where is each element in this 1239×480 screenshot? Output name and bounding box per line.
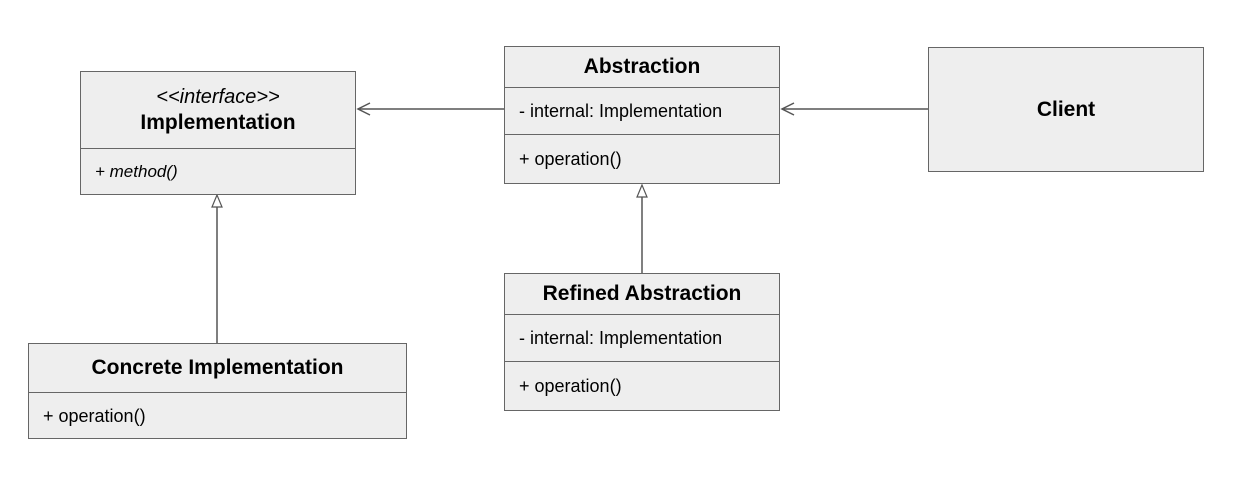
client-header: Client [929,48,1203,171]
realization-concrete-to-implementation [211,193,223,343]
abstraction-method: + operation() [505,134,779,183]
association-abstraction-to-implementation [356,102,504,116]
implementation-class-box[interactable]: <<interface>> Implementation + method() [80,71,356,195]
abstraction-name: Abstraction [583,55,701,78]
refined-abstraction-class-box[interactable]: Refined Abstraction - internal: Implemen… [504,273,780,411]
implementation-name: Implementation [140,110,296,134]
client-class-box[interactable]: Client [928,47,1204,172]
association-client-to-abstraction [780,102,928,116]
generalization-refined-to-abstraction [636,183,648,273]
implementation-method: + method() [81,148,355,194]
refined-abstraction-method: + operation() [505,361,779,410]
abstraction-header: Abstraction [505,47,779,87]
concrete-implementation-method: + operation() [29,392,406,438]
concrete-implementation-class-box[interactable]: Concrete Implementation + operation() [28,343,407,439]
abstraction-class-box[interactable]: Abstraction - internal: Implementation +… [504,46,780,184]
refined-abstraction-header: Refined Abstraction [505,274,779,314]
concrete-implementation-name: Concrete Implementation [91,356,344,379]
client-name: Client [1036,97,1096,121]
refined-abstraction-name: Refined Abstraction [542,282,742,305]
abstraction-field: - internal: Implementation [505,87,779,134]
implementation-stereotype: <<interface>> [156,85,280,108]
implementation-header: <<interface>> Implementation [81,72,355,148]
refined-abstraction-field: - internal: Implementation [505,314,779,361]
concrete-implementation-header: Concrete Implementation [29,344,406,392]
